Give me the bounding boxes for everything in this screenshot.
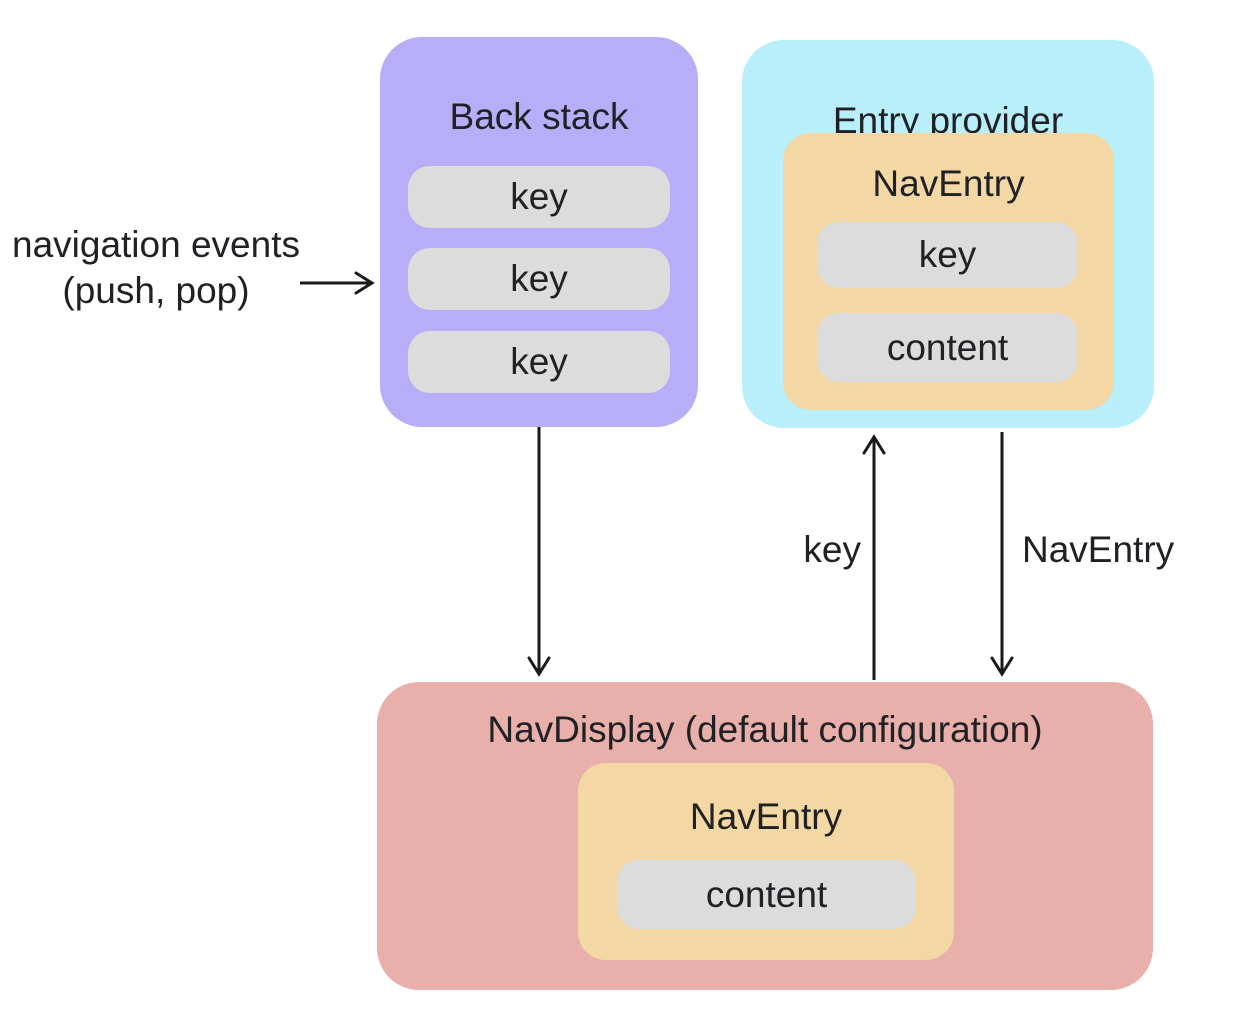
entry-provider-box: Entry provider NavEntry key content	[742, 40, 1154, 428]
entry-provider-key-pill: key	[817, 222, 1078, 288]
back-stack-key-label: key	[510, 176, 568, 217]
entry-provider-key-label: key	[918, 234, 977, 275]
key-arrow-label: key	[803, 529, 861, 570]
entry-provider-content-label: content	[886, 326, 1009, 368]
nav-display-content-pill: content	[617, 860, 916, 929]
naventry-arrow-label: NavEntry	[1022, 529, 1175, 570]
back-stack-title: Back stack	[449, 96, 629, 137]
back-stack-key-label: key	[510, 341, 568, 382]
navigation-events-annotation: navigation events (push, pop)	[6, 222, 306, 314]
navigation-events-line1: navigation events	[12, 224, 300, 265]
back-stack-box: Back stack key key key	[380, 37, 698, 427]
back-stack-key-pill: key	[408, 331, 670, 393]
nav-display-content-label: content	[705, 873, 828, 915]
entry-provider-naventry-box: NavEntry key content	[783, 133, 1114, 410]
nav-display-naventry-title: NavEntry	[689, 796, 843, 837]
back-stack-key-pill: key	[408, 166, 670, 228]
entry-provider-naventry-title: NavEntry	[872, 163, 1025, 204]
back-stack-key-label: key	[510, 258, 568, 299]
nav-display-box: NavDisplay (default configuration) NavEn…	[377, 682, 1153, 990]
nav-display-naventry-box: NavEntry content	[578, 763, 954, 960]
navigation-events-line2: (push, pop)	[62, 270, 250, 311]
nav-display-title: NavDisplay (default configuration)	[487, 709, 1043, 750]
entry-provider-content-pill: content	[817, 313, 1078, 382]
back-stack-key-pill: key	[408, 248, 670, 310]
